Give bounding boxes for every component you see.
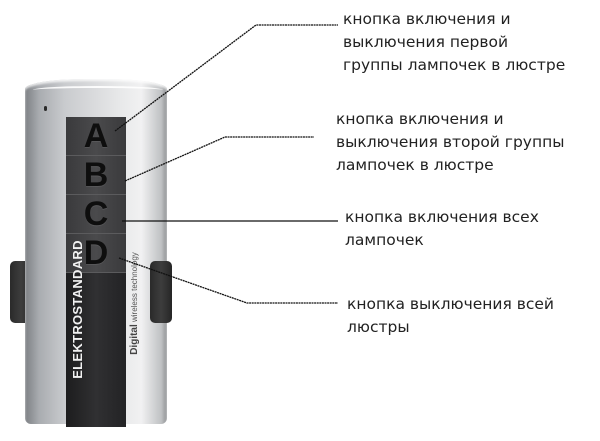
callout-c-label: кнопка включения всех лампочек	[345, 208, 539, 249]
callout-b-label: кнопка включения и выключения второй гру…	[336, 110, 565, 174]
callout-a-label: кнопка включения и выключения первой гру…	[343, 10, 566, 74]
remote-control: A B C D ELEKTROSTANDARD Digital wireless…	[10, 73, 172, 429]
leader-line-a	[114, 24, 338, 132]
leader-line-d	[118, 257, 338, 304]
key-b-button[interactable]: B	[66, 156, 126, 195]
key-d-button[interactable]: D	[66, 234, 126, 273]
button-panel: A B C D	[66, 117, 126, 427]
callout-d-label: кнопка выключения всей люстры	[347, 295, 555, 336]
top-highlight	[33, 86, 163, 94]
key-c-button[interactable]: C	[66, 195, 126, 234]
side-clip-right	[150, 261, 172, 323]
key-a-button[interactable]: A	[66, 117, 126, 156]
led-indicator-icon	[44, 106, 47, 111]
leader-line-b	[124, 136, 314, 182]
